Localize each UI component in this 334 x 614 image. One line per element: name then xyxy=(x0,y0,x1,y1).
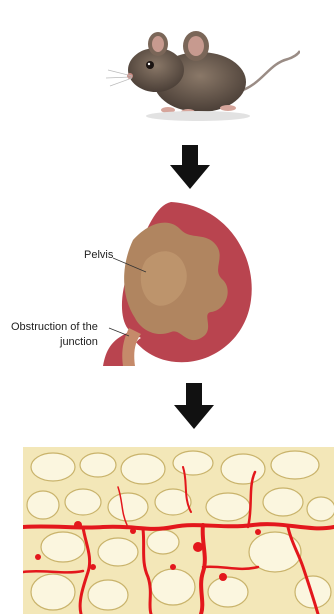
fibrosis-stain-icon xyxy=(23,447,334,614)
histology-image xyxy=(23,447,334,614)
obstruction-label: Obstruction of the xyxy=(11,321,98,333)
down-arrow-icon xyxy=(170,145,210,189)
mouse-image xyxy=(88,4,300,146)
junction-label: junction xyxy=(60,336,98,348)
pelvis-label: Pelvis xyxy=(84,249,113,261)
obstruction-pointer xyxy=(109,328,129,336)
mouse-icon xyxy=(88,4,300,146)
pelvis-pointer xyxy=(113,258,146,272)
kidney-diagram: Pelvis Obstruction of the junction xyxy=(11,200,257,366)
down-arrow-icon xyxy=(174,383,214,429)
